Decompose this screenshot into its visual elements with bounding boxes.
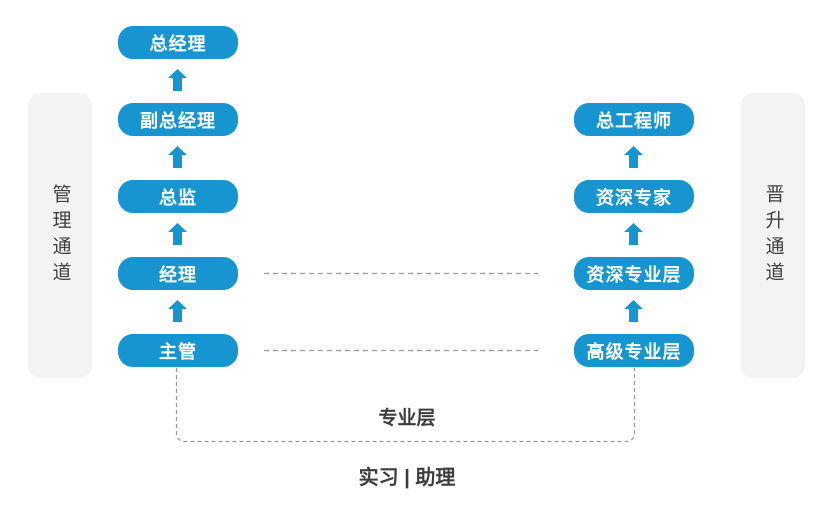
promotion-channel-rail: 晋升通道 <box>741 93 805 378</box>
manager-box: 经理 <box>118 257 238 290</box>
promotion-channel-label: 晋升通道 <box>762 183 784 288</box>
chief-engineer-box: 总工程师 <box>574 103 694 136</box>
arrow-up-icon <box>168 223 187 245</box>
general-manager-box: 总经理 <box>118 26 238 59</box>
management-channel-rail: 管理通道 <box>28 93 92 378</box>
management-channel-label: 管理通道 <box>49 183 71 288</box>
professional-layer-label: 专业层 <box>378 408 436 429</box>
director-box: 总监 <box>118 180 238 213</box>
arrow-up-icon <box>168 300 187 322</box>
arrow-up-icon <box>624 223 643 245</box>
deputy-general-manager-box: 副总经理 <box>118 103 238 136</box>
entry-level-label: 实习 | 助理 <box>358 467 456 489</box>
arrow-up-icon <box>168 146 187 168</box>
advanced-professional-box: 高级专业层 <box>574 334 694 367</box>
supervisor-box: 主管 <box>118 334 238 367</box>
senior-expert-box: 资深专家 <box>574 180 694 213</box>
senior-professional-box: 资深专业层 <box>574 257 694 290</box>
arrow-up-icon <box>624 146 643 168</box>
arrow-up-icon <box>168 69 187 91</box>
arrow-up-icon <box>624 300 643 322</box>
